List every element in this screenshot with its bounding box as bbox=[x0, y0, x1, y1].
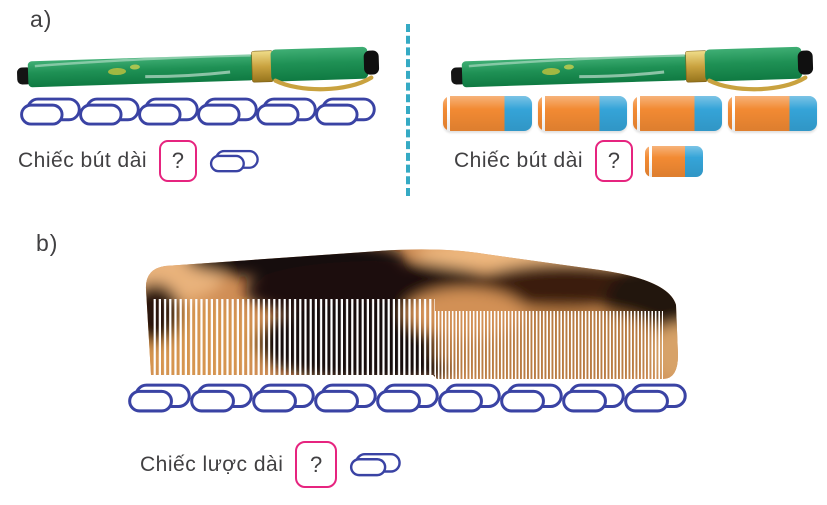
eraser-icon bbox=[443, 96, 532, 131]
eraser-icon bbox=[645, 145, 704, 177]
paperclip-icon bbox=[561, 383, 625, 414]
pen-image bbox=[449, 39, 815, 95]
eraser-row bbox=[443, 96, 817, 131]
paperclip-icon bbox=[251, 383, 315, 414]
caption-comb-paperclips: Chiếc lược dài ? bbox=[140, 441, 401, 488]
part-a-label: a) bbox=[30, 6, 53, 32]
paperclip-icon bbox=[623, 383, 687, 414]
answer-box[interactable]: ? bbox=[295, 441, 338, 488]
eraser-icon bbox=[728, 96, 817, 131]
paperclip-icon bbox=[314, 97, 376, 127]
paperclip-icon bbox=[189, 383, 253, 414]
paperclip-icon bbox=[437, 383, 501, 414]
caption-pen-erasers: Chiếc bút dài ? bbox=[454, 140, 704, 182]
answer-box[interactable]: ? bbox=[159, 140, 198, 182]
caption-text: Chiếc bút dài bbox=[454, 149, 584, 172]
paperclip-icon bbox=[313, 383, 377, 414]
paperclip-icon bbox=[255, 97, 317, 127]
paperclip-icon bbox=[196, 97, 258, 127]
paperclip-icon bbox=[349, 452, 401, 478]
caption-text: Chiếc bút dài bbox=[18, 149, 148, 172]
answer-box[interactable]: ? bbox=[595, 140, 634, 182]
paperclip-icon bbox=[78, 97, 140, 127]
eraser-icon bbox=[538, 96, 627, 131]
dashed-divider bbox=[406, 24, 410, 196]
pen-image bbox=[15, 39, 381, 95]
paperclip-icon bbox=[19, 97, 81, 127]
part-b-label: b) bbox=[36, 230, 59, 256]
paperclip-icon bbox=[209, 149, 259, 174]
paperclip-row bbox=[19, 97, 373, 127]
paperclip-icon bbox=[499, 383, 563, 414]
caption-text: Chiếc lược dài bbox=[140, 452, 284, 476]
paperclip-icon bbox=[137, 97, 199, 127]
paperclip-icon bbox=[127, 383, 191, 414]
comb-image bbox=[145, 249, 678, 379]
caption-pen-paperclips: Chiếc bút dài ? bbox=[18, 140, 259, 182]
paperclip-icon bbox=[375, 383, 439, 414]
paperclip-row bbox=[127, 383, 685, 414]
eraser-icon bbox=[633, 96, 722, 131]
